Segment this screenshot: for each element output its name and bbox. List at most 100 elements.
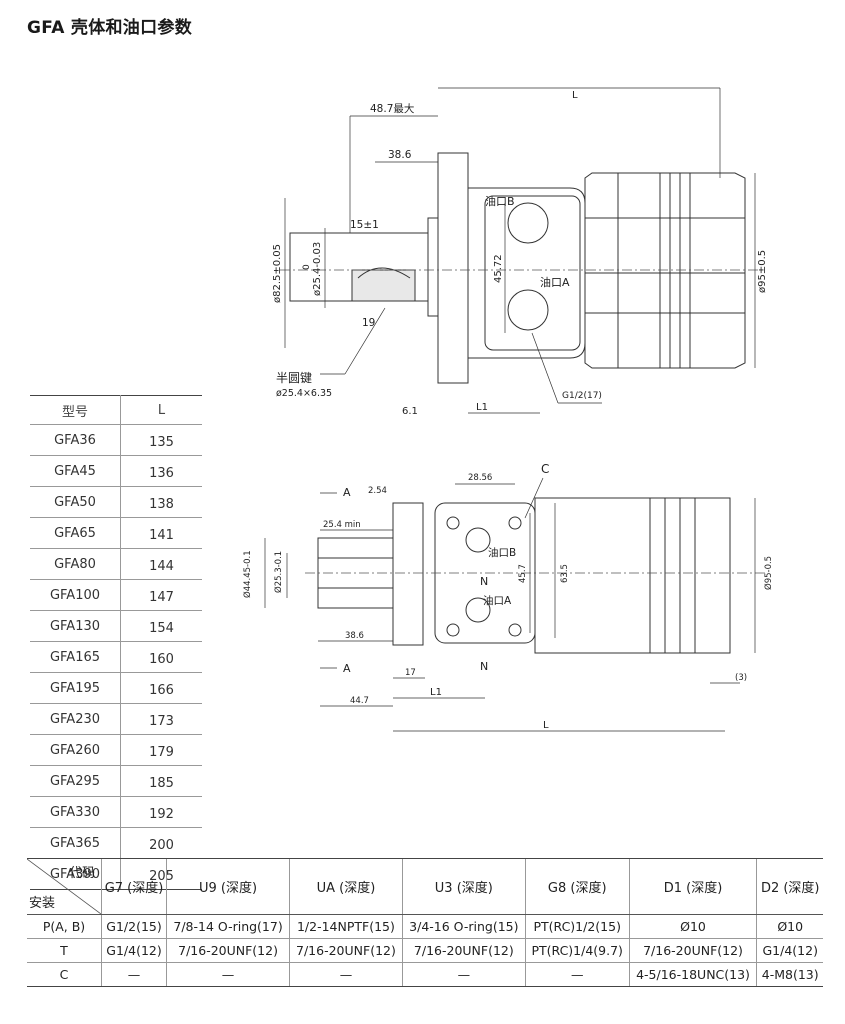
half-round-key: [357, 267, 411, 279]
model-cell: GFA80: [30, 548, 121, 580]
port-code-header: U3 (深度): [401, 858, 526, 915]
port-code-header: D2 (深度): [756, 858, 823, 915]
motor-body-bottom: [534, 497, 731, 654]
port-b-label: 油口B: [485, 194, 515, 208]
dim-25-3: Ø25.3-0.1: [273, 551, 284, 593]
port-spec-cell: —: [100, 962, 167, 987]
length-cell: 135: [120, 424, 202, 456]
port-a-circle-bottom: [465, 597, 491, 623]
model-cell: GFA195: [30, 672, 121, 704]
port-code-header: G8 (深度): [524, 858, 630, 915]
length-cell: 154: [120, 610, 202, 642]
header-model: 型号: [30, 395, 121, 425]
model-cell: GFA50: [30, 486, 121, 518]
dim-95: ø95±0.5: [757, 250, 768, 293]
port-code-header: G7 (深度): [100, 858, 167, 915]
motor-body: [584, 172, 746, 369]
label-c: C: [541, 462, 549, 476]
port-spec-cell: —: [289, 962, 403, 987]
dim-95-bottom: Ø95-0.5: [763, 556, 774, 590]
dim-28-56: 28.56: [468, 473, 492, 483]
install-cell: P(A, B): [27, 914, 102, 939]
length-cell: 144: [120, 548, 202, 580]
port-spec-cell: Ø10: [628, 914, 757, 939]
mounting-flange: [437, 152, 469, 384]
corner-header: 代码 安装: [27, 858, 102, 915]
dim-25-4-min: 25.4 min: [323, 520, 361, 530]
model-cell: GFA165: [30, 641, 121, 673]
port-row: C—————4-5/16-18UNC(13)4-M8(13): [27, 962, 823, 987]
port-thread-label: G1/2(17): [562, 391, 602, 401]
port-b-label-bottom: 油口B: [488, 546, 516, 559]
dim-48-7-max: 48.7最大: [370, 102, 415, 115]
dim-3: (3): [735, 673, 747, 683]
port-spec-cell: Ø10: [756, 914, 823, 939]
dim-l: L: [572, 90, 578, 101]
dim-44-7: 44.7: [350, 696, 369, 706]
model-cell: GFA100: [30, 579, 121, 611]
port-spec-cell: —: [524, 962, 630, 987]
dim-38-6: 38.6: [388, 149, 412, 161]
dim-17: 17: [405, 668, 416, 678]
port-spec-cell: 7/16-20UNF(12): [628, 938, 757, 963]
dim-19: 19: [362, 317, 375, 329]
dim-l1-bottom: L1: [430, 687, 442, 698]
dim-44-45: Ø44.45-0.1: [242, 550, 253, 598]
port-a-circle: [507, 289, 549, 331]
port-spec-cell: 7/16-20UNF(12): [166, 938, 290, 963]
dim-6-1: 6.1: [402, 406, 418, 417]
label-n-top: N: [480, 575, 488, 588]
model-cell: GFA65: [30, 517, 121, 549]
dim-63-5: 63.5: [560, 564, 570, 583]
model-cell: GFA260: [30, 734, 121, 766]
model-cell: GFA36: [30, 424, 121, 456]
port-a-label: 油口A: [540, 275, 570, 289]
model-cell: GFA230: [30, 703, 121, 735]
port-spec-cell: —: [401, 962, 526, 987]
dim-45-72: 45.72: [493, 254, 504, 283]
key-size-label: ø25.4×6.35: [276, 388, 332, 399]
port-spec-cell: 4-5/16-18UNC(13): [628, 962, 757, 987]
length-cell: 200: [120, 827, 202, 859]
length-cell: 192: [120, 796, 202, 828]
pilot-outline: [427, 217, 439, 317]
port-spec-cell: 7/16-20UNF(12): [289, 938, 403, 963]
port-a-label-bottom: 油口A: [483, 594, 512, 607]
port-spec-cell: 7/16-20UNF(12): [401, 938, 526, 963]
mount-flange-bottom: [392, 502, 424, 646]
dim-25-4-zero: 0: [302, 264, 312, 270]
dim-l-bottom: L: [543, 720, 549, 731]
port-spec-cell: G1/4(12): [100, 938, 167, 963]
port-spec-cell: 3/4-16 O-ring(15): [401, 914, 526, 939]
section-a-bottom: A: [343, 662, 351, 675]
length-cell: 136: [120, 455, 202, 487]
length-cell: 138: [120, 486, 202, 518]
install-cell: T: [27, 938, 102, 963]
dim-25-4: ø25.4-0.03: [312, 242, 323, 296]
label-n-bottom: N: [480, 660, 488, 673]
model-cell: GFA45: [30, 455, 121, 487]
model-cell: GFA365: [30, 827, 121, 859]
port-spec-table: 代码 安装 G7 (深度)U9 (深度)UA (深度)U3 (深度)G8 (深度…: [27, 858, 823, 987]
corner-install-label: 安装: [29, 896, 56, 911]
install-cell: C: [27, 962, 102, 987]
port-code-header: U9 (深度): [166, 858, 290, 915]
diagonal-divider: [27, 859, 101, 914]
port-spec-cell: 7/8-14 O-ring(17): [166, 914, 290, 939]
model-cell: GFA130: [30, 610, 121, 642]
dim-l1: L1: [476, 402, 488, 413]
